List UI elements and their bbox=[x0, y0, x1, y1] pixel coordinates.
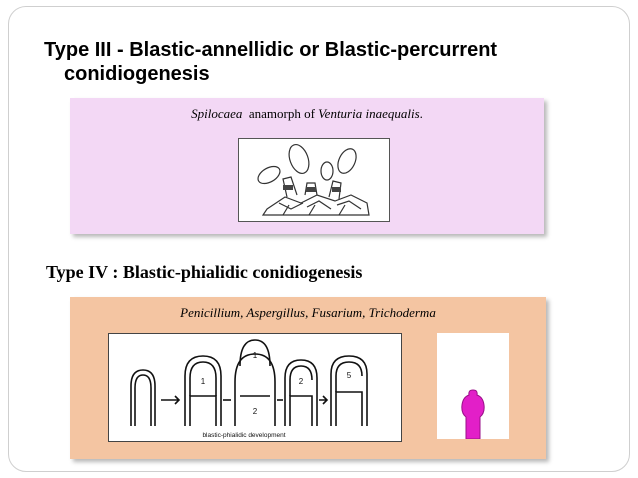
phialide-icon bbox=[461, 389, 485, 439]
diagram-label-5: 5 bbox=[347, 371, 352, 380]
phialide-illustration bbox=[437, 333, 509, 439]
diagram-label-1b: 1 bbox=[253, 351, 258, 360]
type3-caption-middle: anamorph of bbox=[248, 106, 315, 121]
type3-caption: Spilocaea anamorph of Venturia inaequali… bbox=[70, 106, 544, 122]
diagram-label-2b: 2 bbox=[299, 377, 304, 386]
type3-caption-genus: Spilocaea bbox=[191, 106, 243, 121]
diagram-label-1a: 1 bbox=[201, 377, 206, 386]
type3-caption-end: . bbox=[419, 106, 423, 121]
type4-heading: Type IV : Blastic-phialidic conidiogenes… bbox=[46, 262, 363, 282]
type3-heading-line2: conidiogenesis bbox=[64, 63, 210, 85]
type3-heading: Type III - Blastic-annellidic or Blastic… bbox=[44, 38, 604, 86]
spilocaea-illustration bbox=[238, 138, 390, 222]
type3-heading-line1: Type III - Blastic-annellidic or Blastic… bbox=[44, 39, 498, 61]
type4-caption: Penicillium, Aspergillus, Fusarium, Tric… bbox=[180, 305, 436, 320]
diagram-label-2a: 2 bbox=[253, 407, 258, 416]
type3-caption-species: Venturia inaequalis bbox=[318, 106, 420, 121]
diagram-caption: blastic-phialidic development bbox=[202, 432, 285, 439]
phialidic-diagram: 1 2 1 2 5 blastic-phialidic development bbox=[108, 333, 402, 442]
